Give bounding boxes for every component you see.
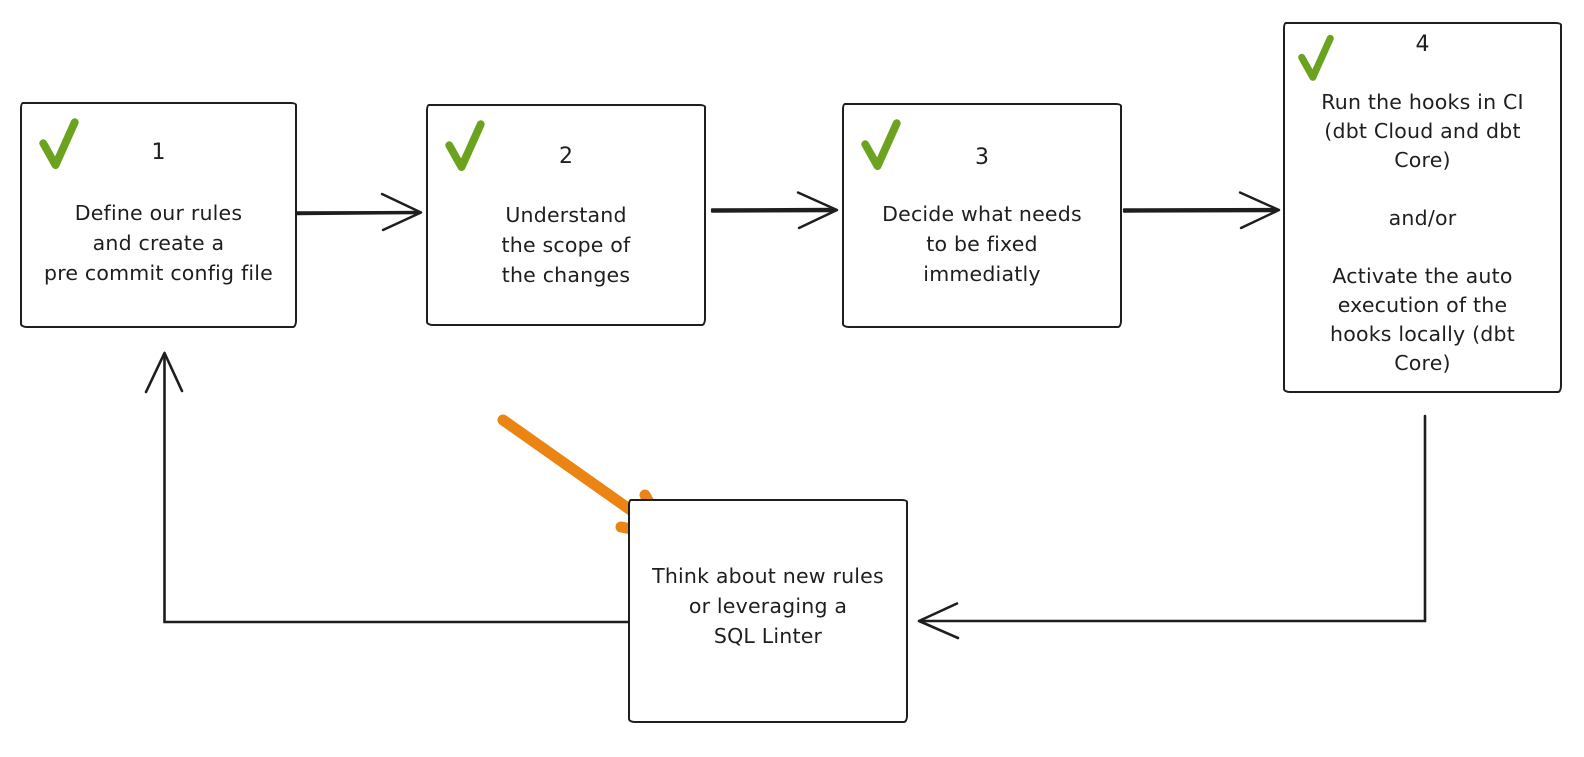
loop-node-text: Think about new rules or leveraging a SQ… [652, 564, 884, 648]
check-icon [445, 120, 485, 172]
arrow-loop-node-to-step1 [144, 351, 630, 624]
step-text: Run the hooks in CI (dbt Cloud and dbt C… [1321, 90, 1524, 375]
arrow-step1-to-step2 [295, 192, 423, 232]
step-number: 3 [975, 145, 989, 170]
check-icon [39, 118, 79, 170]
check-icon [861, 119, 901, 171]
step-4-box: 4 Run the hooks in CI (dbt Cloud and dbt… [1283, 22, 1562, 393]
arrow-step2-to-step3 [710, 191, 839, 230]
step-number: 1 [151, 140, 166, 165]
check-icon [1298, 34, 1334, 81]
step-text: Define our rules and create a pre commit… [44, 201, 273, 285]
step-2-box: 2 Understand the scope of the changes [426, 104, 706, 326]
arrow-step4-to-loop-node [917, 414, 1427, 640]
loop-node-box: Think about new rules or leveraging a SQ… [628, 499, 908, 723]
step-text: Understand the scope of the changes [501, 203, 631, 287]
step-1-box: 1 Define our rules and create a pre comm… [20, 102, 297, 328]
step-number: 2 [559, 144, 573, 169]
arrow-step3-to-step4 [1122, 191, 1281, 230]
step-3-box: 3 Decide what needs to be fixed immediat… [842, 103, 1122, 328]
step-number: 4 [1415, 32, 1430, 57]
step-text: Decide what needs to be fixed immediatly [882, 202, 1082, 286]
